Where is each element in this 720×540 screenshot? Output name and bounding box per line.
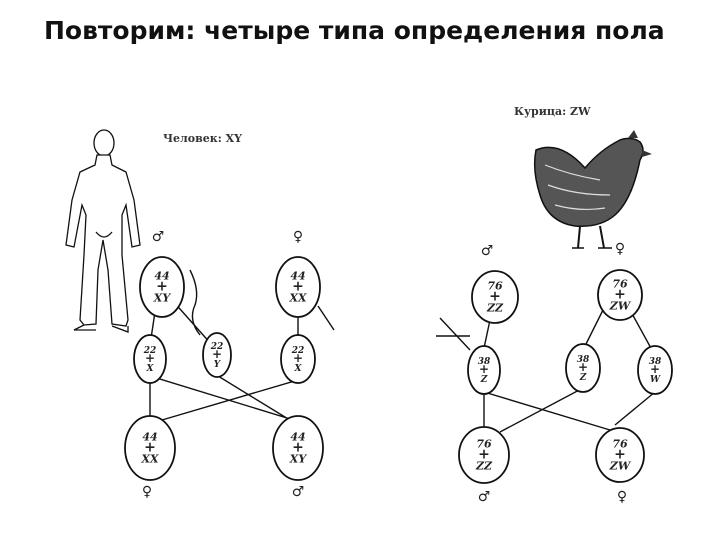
chicken-icon [533,130,652,249]
chicken-gamete-cell-label: 38 [478,357,491,367]
chicken-offspring-cell-outline [458,426,510,484]
chicken-header: Курица: ZW [514,105,591,118]
human-offspring-cell-sex-symbol: ♀ [142,484,152,500]
chicken-gamete-cell: 38+W [637,345,673,395]
chicken-gamete-cell-outline [565,343,601,393]
human-gamete-cell-label: X [294,364,303,374]
chicken-offspring-cell: 76+ZW ♀ [595,427,645,505]
human-offspring-cell-label: + [144,440,156,456]
chicken-parent-cell-sex-symbol: ♀ [615,241,625,257]
human-gamete-cell-outline [202,332,232,378]
human-parent-cell-label: XX [288,292,307,305]
chicken-offspring-cell-outline [595,427,645,483]
chicken-gamete-cell-label: Z [480,375,488,385]
chicken-offspring-cell: 76+ZZ ♂ [458,426,510,505]
human-gamete-cell-label: 22 [210,342,224,352]
human-offspring-cell-sex-symbol: ♂ [292,484,305,500]
human-offspring-cell-outline [124,415,176,481]
human-figure-icon [65,129,141,333]
chicken-offspring-cell-label: ZW [609,460,632,473]
human-parent-cell-label: + [292,279,304,295]
human-parent-cell-sex-symbol: ♀ [293,229,303,245]
human-parent-cell: 44+XX ♀ [275,229,321,318]
chicken-parent-cell-label: 76 [612,278,628,291]
chicken-gamete-cell-label: + [578,360,588,374]
chicken-parent-cell-label: + [489,289,501,305]
chicken-offspring-cell-sex-symbol: ♀ [617,489,627,505]
chicken-offspring-cell-sex-symbol: ♂ [478,489,491,505]
chicken-gamete-cell-label: 38 [577,355,590,365]
human-parent-cell-label: 44 [154,270,169,283]
human-parent-cell-label: 44 [290,270,305,283]
chicken-gamete-cell-label: + [479,362,489,376]
human-parent-cell: 44+XY ♂ [139,229,185,318]
chicken-parent-cell-label: 76 [487,280,503,293]
human-offspring-cell-label: + [292,440,304,456]
chicken-gamete-cell-outline [637,345,673,395]
human-offspring-cell-label: 44 [290,431,305,444]
human-gamete-cell-label: 22 [291,346,305,356]
human-gamete-cell-label: + [212,347,222,361]
human-parent-cell-outline [275,256,321,318]
human-offspring-cell-label: 44 [142,431,157,444]
human-offspring-cell-label: XX [140,453,159,466]
human-offspring-cell-label: XY [289,453,308,466]
chicken-parent-cell-label: ZW [609,300,632,313]
human-offspring-cell: 44+XX ♀ [124,415,176,500]
chicken-parent-cell-outline [471,270,519,324]
chicken-parent-cell-label: + [614,287,626,303]
human-gamete-cell-label: X [146,364,155,374]
chicken-parent-cell-outline [597,269,643,321]
human-header: Человек: XY [163,132,242,145]
chicken-parent-cell: 76+ZW ♀ [597,241,643,321]
human-gamete-cell-label: 22 [143,346,157,356]
human-gamete-cell-label: + [293,351,303,365]
human-gamete-cell-label: Y [214,360,222,370]
chicken-gamete-cell-label: + [650,362,660,376]
chicken-gamete-cell-outline [467,345,501,395]
human-offspring-cell-outline [272,415,324,481]
chicken-gamete-cell: 38+Z [565,343,601,393]
chicken-offspring-cell-label: 76 [476,438,492,451]
chicken-parent-cell-label: ZZ [486,302,504,315]
human-parent-cell-label: + [156,279,168,295]
human-offspring-cell: 44+XY ♂ [272,415,324,500]
chicken-parent-cell: 76+ZZ ♂ [471,243,519,324]
chicken-gamete-cell-label: Z [579,373,587,383]
human-parent-cell-sex-symbol: ♂ [152,229,165,245]
chicken-connections [436,309,656,433]
human-gamete-cell-outline [133,334,167,384]
chicken-parent-cell-sex-symbol: ♂ [481,243,494,259]
human-gamete-cell: 22+X [280,334,316,384]
human-gamete-cell-label: + [145,351,155,365]
human-gamete-cell: 22+X [133,334,167,384]
chicken-gamete-cell-label: W [650,375,661,385]
chicken-offspring-cell-label: ZZ [475,460,493,473]
chicken-offspring-cell-label: + [614,447,626,463]
chicken-offspring-cell-label: 76 [612,438,628,451]
chicken-gamete-cell-label: 38 [649,357,662,367]
human-parent-cell-label: XY [153,292,172,305]
chicken-gamete-cell: 38+Z [467,345,501,395]
human-gamete-cell: 22+Y [202,332,232,378]
page-title: Повторим: четыре типа определения пола [44,16,665,45]
human-parent-cell-outline [139,256,185,318]
human-gamete-cell-outline [280,334,316,384]
chicken-offspring-cell-label: + [478,447,490,463]
